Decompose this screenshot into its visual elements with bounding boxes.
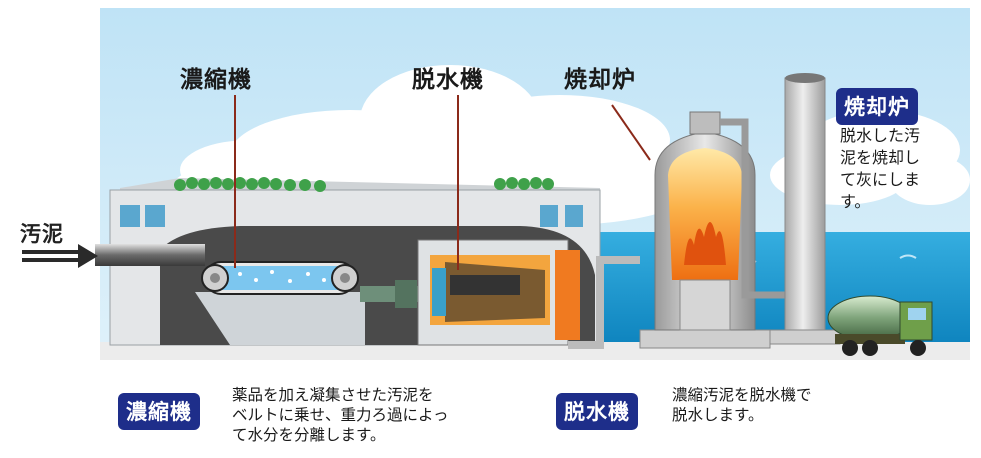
dehydrator-description: 濃縮汚泥を脱水機で 脱水します。	[672, 385, 812, 425]
thickener-unit	[195, 261, 365, 345]
inlet-arrow-icon	[22, 244, 98, 268]
thickener-description-line: ベルトに乗せ、重力ろ過によっ	[232, 406, 449, 424]
incinerator-description: 脱水した汚 泥を焼却し て灰にしま す。	[840, 125, 920, 213]
thickener-description-line: 薬品を加え凝集させた汚泥を	[232, 386, 434, 404]
dehydrator-description-line: 濃縮汚泥を脱水機で	[672, 386, 812, 404]
dehydrator-unit	[417, 239, 580, 346]
incinerator-description-line: 泥を焼却し	[840, 148, 921, 167]
incinerator-description-line: て灰にしま	[840, 170, 921, 189]
incinerator-callout-label: 焼却炉	[564, 67, 636, 93]
tanker-truck	[827, 295, 933, 356]
chimney	[769, 73, 841, 345]
dehydrator-callout-label: 脱水機	[412, 67, 484, 93]
incinerator-unit	[639, 111, 771, 349]
transfer-pipe	[568, 256, 640, 349]
coupling	[395, 280, 417, 308]
thickener-description: 薬品を加え凝集させた汚泥を ベルトに乗せ、重力ろ過によっ て水分を分離します。	[232, 385, 449, 445]
dehydrator-description-line: 脱水します。	[672, 406, 764, 424]
inlet-pipe	[95, 244, 205, 266]
incinerator-badge: 焼却炉	[836, 88, 918, 125]
sludge-inlet-label: 汚泥	[20, 222, 64, 246]
leader-lines	[234, 95, 651, 270]
flue-duct	[720, 118, 795, 299]
incinerator-description-line: す。	[840, 192, 871, 211]
thickener-badge: 濃縮機	[118, 393, 200, 430]
rooftop-greenery	[174, 177, 554, 192]
thickener-callout-label: 濃縮機	[180, 67, 252, 93]
dehydrator-badge: 脱水機	[556, 393, 638, 430]
thickener-description-line: て水分を分離します。	[232, 426, 386, 444]
incinerator-description-line: 脱水した汚	[840, 126, 921, 145]
